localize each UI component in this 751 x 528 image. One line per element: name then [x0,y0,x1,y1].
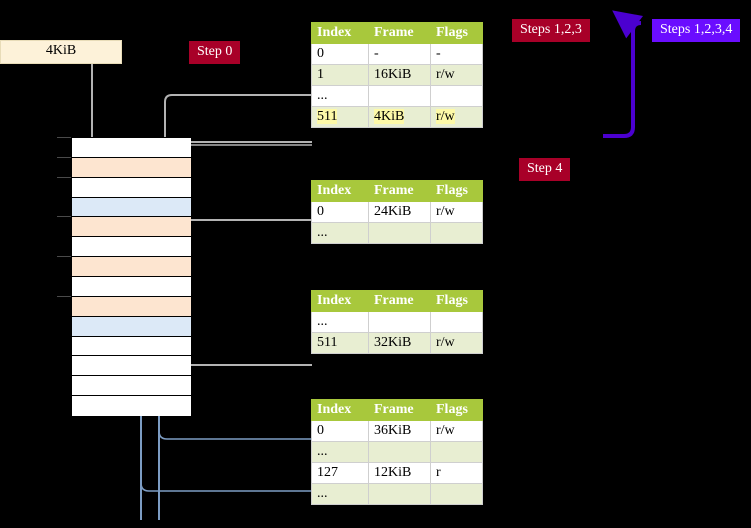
memory-frame-row [72,316,191,337]
page-table-level-1-header-frame: Frame [368,180,431,202]
table-cell: 511 [311,332,369,354]
highlighted-value: 4KiB [374,109,405,124]
table-cell: ... [311,311,369,333]
page-table-level-0-header-frame: Frame [368,22,431,44]
memory-frame-tick [57,295,71,297]
table-cell [430,311,483,333]
memory-frame-tick [57,256,71,258]
table-cell [430,441,483,463]
memory-frame-tick [57,216,71,218]
table-cell: r/w [430,106,483,128]
highlighted-value: 511 [317,109,338,124]
physical-memory-grid [71,137,191,416]
table-cell: r/w [430,332,483,354]
table-cell: 0 [311,201,369,223]
page-table-level-2-header-frame: Frame [368,290,431,312]
memory-frame-tick [57,176,71,178]
memory-frame-row [72,356,191,377]
badge-steps-1-2-3-label: Steps 1,2,3 [520,22,582,37]
memory-frame-row [72,177,191,198]
table-cell [430,85,483,107]
table-cell: 127 [311,462,369,484]
table-cell [368,222,431,244]
page-table-level-0-header-flags: Flags [430,22,483,44]
memory-frame-row [72,157,191,178]
table-cell: r/w [430,420,483,442]
badge-step-4: Step 4 [519,158,571,181]
table-cell: 0 [311,43,369,65]
table-cell: ... [311,85,369,107]
table-cell: r/w [430,201,483,223]
table-cell: - [368,43,431,65]
memory-frame-row [72,336,191,357]
table-cell [368,311,431,333]
memory-frame-row [72,376,191,397]
page-table-level-2-header-flags: Flags [430,290,483,312]
memory-frame-row [72,197,191,218]
table-row: 0-- [311,43,483,65]
table-cell: 36KiB [368,420,431,442]
table-row: ... [311,85,483,107]
memory-block-4kib: 4KiB [0,40,122,64]
page-table-level-1-header-flags: Flags [430,180,483,202]
badge-step-4-label: Step 4 [527,161,563,176]
badge-steps-1-2-3-4: Steps 1,2,3,4 [652,19,741,42]
badge-step-0: Step 0 [189,41,241,64]
table-cell: ... [311,222,369,244]
page-table-level-2-header-index: Index [311,290,369,312]
table-cell: r [430,462,483,484]
memory-frame-row [72,138,191,158]
table-cell: 12KiB [368,462,431,484]
memory-frame-row [72,396,191,416]
table-cell [430,483,483,505]
table-cell [368,85,431,107]
table-cell: 1 [311,64,369,86]
badge-step-0-label: Step 0 [197,44,233,59]
page-table-level-3-header-flags: Flags [430,399,483,421]
memory-frame-tick [57,137,71,138]
table-cell: 32KiB [368,332,431,354]
memory-frame-row [72,217,191,238]
table-cell: r/w [430,64,483,86]
memory-frame-row [72,237,191,258]
table-cell [368,483,431,505]
table-cell: ... [311,441,369,463]
table-row: 511 4KiB r/w [311,106,483,128]
table-cell: - [430,43,483,65]
memory-block-4kib-label: 4KiB [45,43,77,58]
table-row: ... [311,222,483,244]
table-cell: 511 [311,106,369,128]
memory-frame-row [72,296,191,317]
memory-frame-row [72,257,191,277]
table-row: ... [311,441,483,463]
table-cell: 4KiB [368,106,431,128]
badge-steps-1-2-3: Steps 1,2,3 [512,19,590,42]
table-cell [430,222,483,244]
table-cell: 24KiB [368,201,431,223]
page-table-level-3-header-frame: Frame [368,399,431,421]
table-cell: ... [311,483,369,505]
page-table-level-0-header-index: Index [311,22,369,44]
badge-steps-1-2-3-4-label: Steps 1,2,3,4 [660,22,733,37]
page-table-level-1-header-index: Index [311,180,369,202]
table-cell: 16KiB [368,64,431,86]
table-cell: 0 [311,420,369,442]
table-row: ... [311,483,483,505]
memory-frame-tick [57,156,71,158]
memory-frame-row [72,277,191,297]
page-table-level-3-header-index: Index [311,399,369,421]
highlighted-value: r/w [436,109,455,124]
table-cell [368,441,431,463]
table-row: ... [311,311,483,333]
